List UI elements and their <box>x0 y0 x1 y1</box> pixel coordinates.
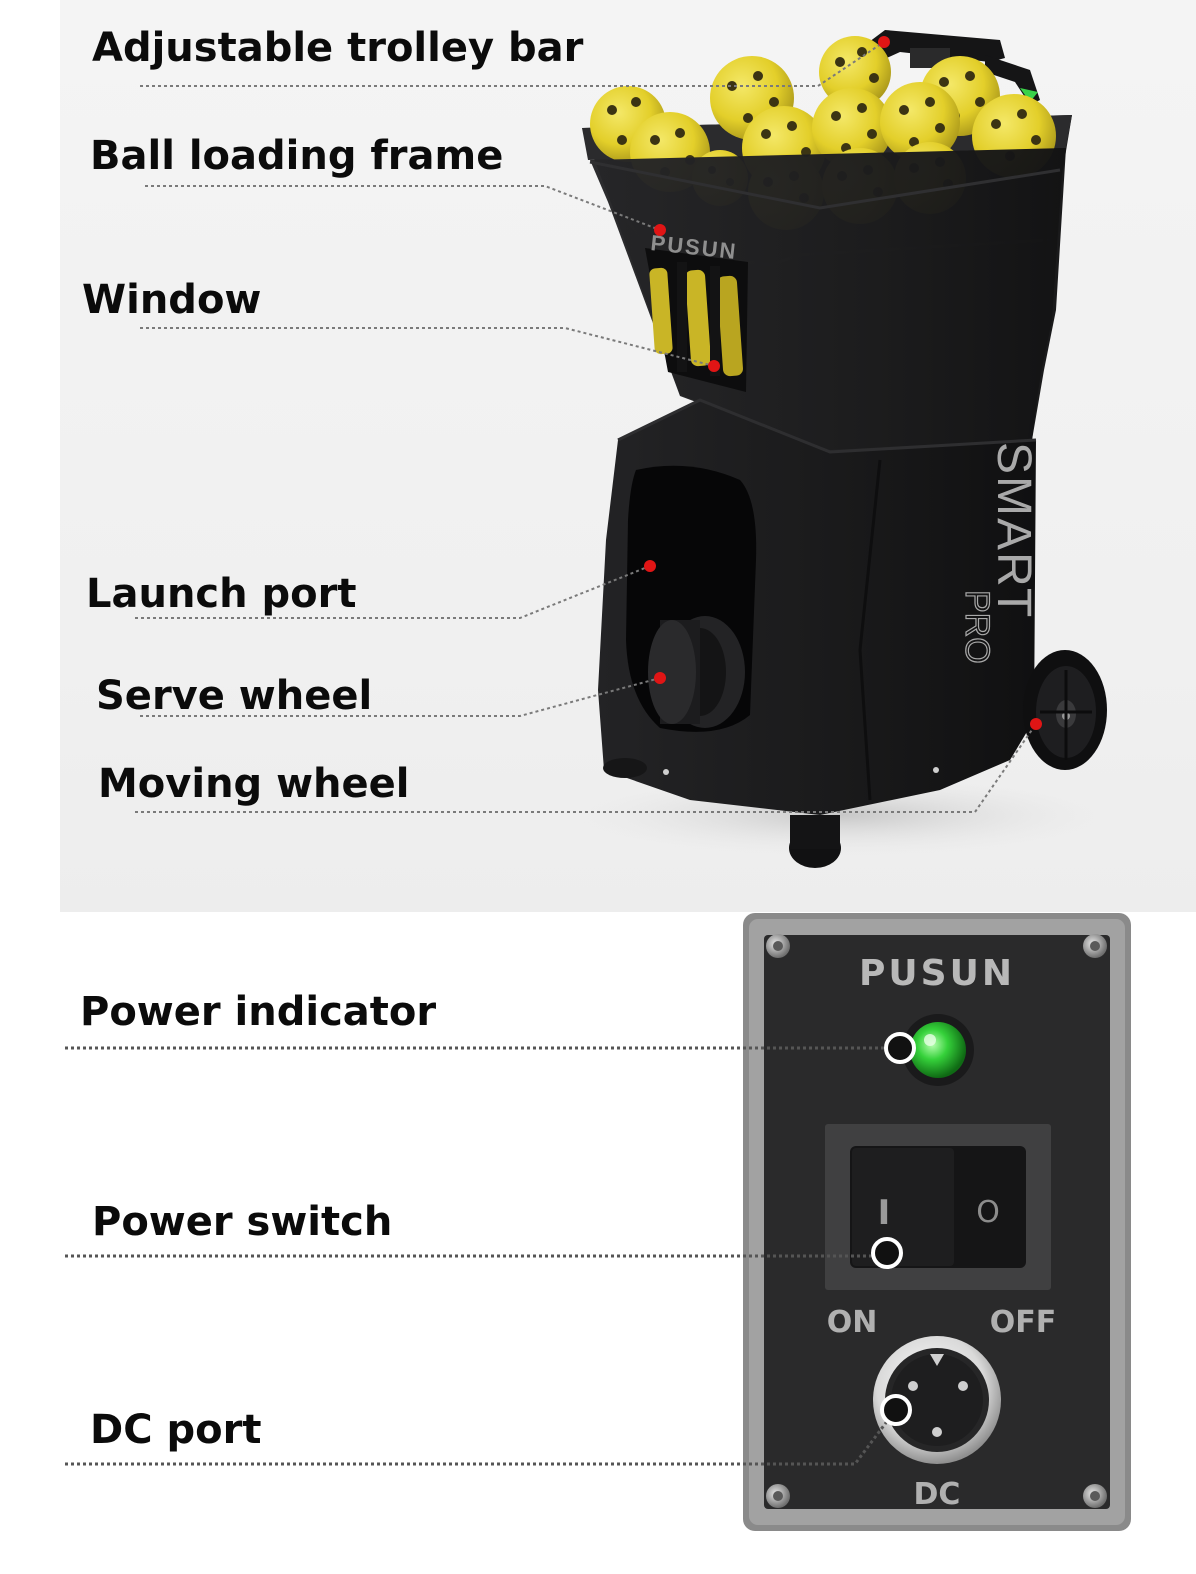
callout-dots-top <box>644 36 1042 730</box>
label-power-switch: Power switch <box>92 1199 393 1245</box>
panel-brand-logo: PUSUN <box>859 953 1015 994</box>
label-ball-loading-frame: Ball loading frame <box>90 133 504 179</box>
control-panel: PUSUN I O ON OFF <box>743 913 1131 1531</box>
serve-wheel <box>648 616 745 728</box>
switch-on-symbol: I <box>878 1193 891 1233</box>
label-power-indicator: Power indicator <box>80 989 437 1035</box>
switch-off-symbol: O <box>976 1195 1000 1230</box>
leader-serve-wheel <box>140 677 661 717</box>
window <box>645 248 748 392</box>
on-label: ON <box>827 1305 878 1340</box>
callout-leaders-top <box>135 41 1037 813</box>
leader-trolley-bar <box>140 41 885 87</box>
off-label: OFF <box>990 1305 1057 1340</box>
machine-lower-body: SMART PRO <box>598 398 1040 868</box>
dc-label: DC <box>914 1477 961 1512</box>
model-suffix: PRO <box>958 590 996 664</box>
power-indicator-led <box>902 1014 974 1086</box>
callout-dot <box>654 672 666 684</box>
leader-launch-port <box>135 565 651 619</box>
label-dc-port: DC port <box>90 1407 262 1453</box>
callout-dot <box>644 560 656 572</box>
callout-dot <box>884 1032 916 1064</box>
callout-dot <box>871 1237 903 1269</box>
label-trolley-bar: Adjustable trolley bar <box>92 25 584 71</box>
leader-window <box>140 327 715 367</box>
callout-dot <box>1030 718 1042 730</box>
label-launch-port: Launch port <box>86 571 357 617</box>
moving-wheel <box>1023 650 1107 770</box>
callout-dot <box>708 360 720 372</box>
model-text: SMART <box>987 442 1040 619</box>
dc-port[interactable] <box>873 1336 1001 1464</box>
callout-dots-bottom <box>871 1032 916 1426</box>
callout-dot <box>878 36 890 48</box>
label-window: Window <box>82 277 262 323</box>
callout-dot <box>880 1394 912 1426</box>
ball <box>880 82 960 162</box>
callout-leaders-bottom <box>65 1046 898 1466</box>
power-switch[interactable]: I O <box>825 1124 1051 1290</box>
leader-moving-wheel <box>135 723 1037 813</box>
label-moving-wheel: Moving wheel <box>98 761 410 807</box>
label-serve-wheel: Serve wheel <box>96 673 373 719</box>
ball-machine: PUSUN SMART PRO <box>570 30 1110 868</box>
leader-ball-frame <box>145 185 661 231</box>
ball <box>812 88 892 168</box>
callout-dot <box>654 224 666 236</box>
